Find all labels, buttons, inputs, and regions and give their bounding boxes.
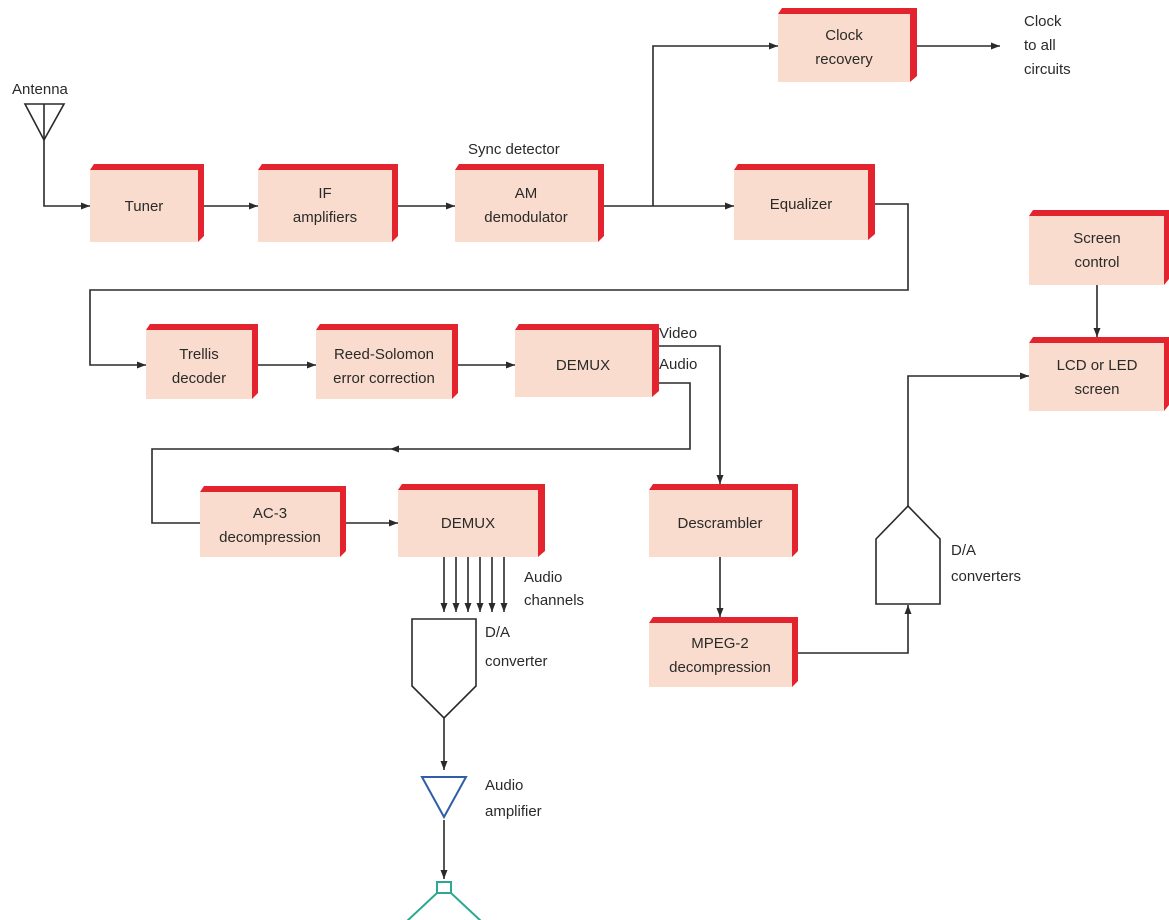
if-amplifiers-label-line-2: amplifiers (293, 209, 357, 226)
mpeg2-label-line-2: decompression (669, 659, 771, 676)
demux-main-label: DEMUX (556, 357, 610, 374)
mpeg2-label-line-1: MPEG-2 (691, 635, 749, 652)
tuner-block: Tuner (90, 164, 204, 242)
svg-text:Equalizer: Equalizer (770, 196, 833, 213)
mpeg2-decompression-block: MPEG-2 decompression (649, 617, 798, 687)
lcd-led-screen-label-line-2: screen (1074, 381, 1119, 398)
clock-recovery-label-line-1: Clock (825, 27, 863, 44)
wire-audio-to-ac3-top (390, 382, 691, 453)
demux-audio-label: DEMUX (441, 515, 495, 532)
lcd-led-screen-label-line-1: LCD or LED (1057, 357, 1138, 374)
audio-amplifier-icon (420, 776, 468, 820)
antenna-label: Antenna (12, 81, 69, 98)
wire-equalizer-to-trellis (89, 203, 909, 369)
tuner-label: Tuner (125, 198, 164, 215)
audio-da-converter-icon (411, 618, 477, 720)
descrambler-label: Descrambler (677, 515, 762, 532)
screen-control-block: Screen control (1029, 210, 1169, 285)
ac3-decompression-block: AC-3 decompression (200, 486, 346, 557)
audio-output-label: Audio (659, 356, 697, 373)
am-demodulator-label-line-2: demodulator (484, 209, 567, 226)
am-demodulator-label-line-1: AM (515, 185, 538, 202)
demux-audio-block: DEMUX (398, 484, 545, 557)
trellis-decoder-label-line-2: decoder (172, 370, 226, 387)
svg-text:Tuner: Tuner (125, 198, 164, 215)
wire-mpeg2-to-da-converters (792, 605, 912, 654)
clock-recovery-block: Clock recovery (778, 8, 917, 82)
trellis-decoder-label-line-1: Trellis (179, 346, 218, 363)
clock-recovery-label-line-2: recovery (815, 51, 873, 68)
equalizer-label: Equalizer (770, 196, 833, 213)
svg-text:DEMUX: DEMUX (556, 357, 610, 374)
ac3-label-line-2: decompression (219, 529, 321, 546)
video-da-converters-icon (875, 504, 941, 605)
svg-text:DEMUX: DEMUX (441, 515, 495, 532)
wire-am-to-clock-recovery (652, 42, 778, 206)
screen-control-label-line-2: control (1074, 254, 1119, 271)
if-amplifiers-label-line-1: IF (318, 185, 331, 202)
if-amplifiers-block: IF amplifiers (258, 164, 398, 242)
lcd-led-screen-block: LCD or LED screen (1029, 337, 1169, 411)
ac3-label-line-1: AC-3 (253, 505, 287, 522)
antenna-icon (23, 103, 66, 142)
am-demodulator-block: AM demodulator (455, 164, 604, 242)
demux-main-block: DEMUX (515, 324, 659, 397)
trellis-decoder-block: Trellis decoder (146, 324, 258, 399)
screen-control-label-line-1: Screen (1073, 230, 1121, 247)
wire-da-converters-to-screen (907, 372, 1029, 506)
svg-text:Descrambler: Descrambler (677, 515, 762, 532)
descrambler-block: Descrambler (649, 484, 798, 557)
reed-solomon-label-line-1: Reed-Solomon (334, 346, 434, 363)
connections (43, 42, 1101, 879)
reed-solomon-label-line-2: error correction (333, 370, 435, 387)
speaker-icon (406, 881, 482, 920)
equalizer-block: Equalizer (734, 164, 875, 240)
wire-antenna-to-tuner (43, 140, 90, 210)
wire-audio-to-ac3-bottom (151, 448, 390, 524)
video-output-label: Video (659, 325, 697, 342)
wire-video-to-descrambler (652, 345, 724, 484)
reed-solomon-block: Reed-Solomon error correction (316, 324, 458, 399)
sync-detector-label: Sync detector (468, 141, 560, 158)
